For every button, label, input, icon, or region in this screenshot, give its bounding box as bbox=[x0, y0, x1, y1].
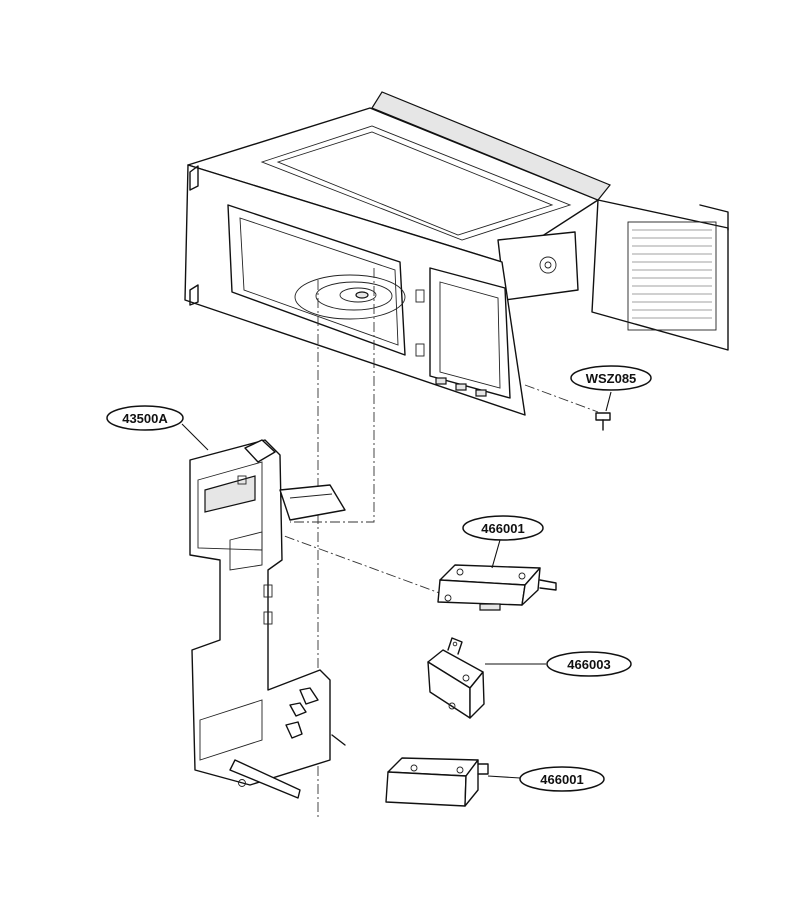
callout-wsz085: WSZ085 bbox=[570, 365, 652, 391]
switch-466003-middle bbox=[427, 637, 546, 719]
callout-466001-lower: 466001 bbox=[519, 766, 605, 792]
latch-bracket-43500a bbox=[181, 423, 346, 799]
callout-466001-upper: 466001 bbox=[462, 515, 544, 541]
screw-wsz085 bbox=[595, 391, 612, 431]
magnetron-block bbox=[497, 231, 579, 301]
switch-mount-opening bbox=[429, 267, 511, 399]
cavity-opening bbox=[227, 204, 406, 356]
callout-43500a: 43500A bbox=[106, 405, 184, 431]
turntable bbox=[294, 274, 406, 320]
vent-grille-holes bbox=[632, 229, 712, 319]
bracket-arm bbox=[279, 484, 346, 521]
bracket-hook bbox=[229, 759, 301, 799]
callout-43500a-label: 43500A bbox=[122, 411, 168, 426]
callout-466003-label: 466003 bbox=[567, 657, 610, 672]
switch-466001-lower bbox=[385, 757, 521, 807]
callout-466001-lower-label: 466001 bbox=[540, 772, 583, 787]
switch-466001-upper bbox=[437, 539, 557, 611]
callout-466001-upper-label: 466001 bbox=[481, 521, 524, 536]
callout-466003: 466003 bbox=[546, 651, 632, 677]
vent-grille bbox=[627, 221, 717, 331]
microwave-cavity-assembly bbox=[184, 91, 729, 416]
callout-wsz085-label: WSZ085 bbox=[586, 371, 637, 386]
